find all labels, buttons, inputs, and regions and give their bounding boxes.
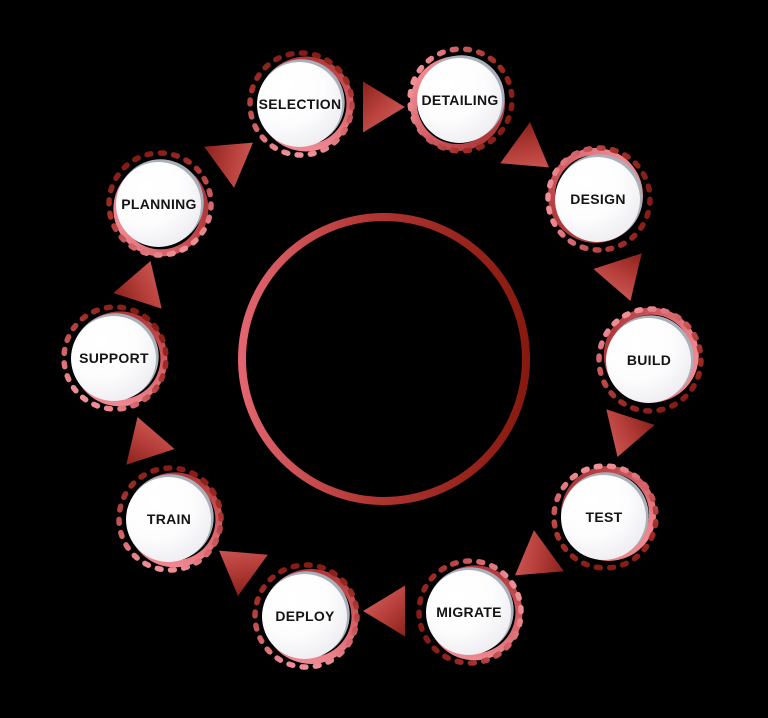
node-label: TRAIN (146, 511, 192, 527)
node-label: TEST (585, 509, 623, 525)
node-label: DESIGN (570, 191, 626, 207)
node-label: SELECTION (258, 96, 342, 112)
node-ring-art (545, 145, 653, 253)
cycle-node-build: BUILD (590, 300, 710, 420)
node-ring-art (416, 558, 525, 666)
node-ring-art (106, 150, 214, 259)
node-label: MIGRATE (436, 604, 502, 620)
node-label: DETAILING (421, 92, 499, 108)
arrow-icon (363, 81, 405, 133)
cycle-node-detailing: DETAILING (401, 40, 521, 160)
node-label: SUPPORT (79, 350, 149, 366)
node-label: PLANNING (121, 196, 197, 212)
cycle-node-migrate: MIGRATE (410, 552, 530, 672)
cycle-node-support: SUPPORT (55, 298, 175, 418)
node-label: BUILD (626, 352, 672, 368)
node-ring-art (247, 50, 356, 158)
cycle-node-test: TEST (545, 457, 665, 577)
cycle-node-planning: PLANNING (100, 144, 220, 264)
node-label: DEPLOY (275, 608, 335, 624)
node-ring-art (596, 305, 704, 414)
arrow-icon (363, 585, 405, 637)
node-ring-art (252, 562, 361, 670)
node-ring-art (116, 465, 225, 573)
cycle-node-selection: SELECTION (241, 44, 361, 164)
cycle-node-design: DESIGN (539, 139, 659, 259)
cycle-node-train: TRAIN (110, 459, 230, 579)
node-ring-art (551, 463, 659, 571)
cycle-node-deploy: DEPLOY (246, 556, 366, 676)
node-ring-art (407, 46, 515, 154)
node-ring-art (61, 304, 170, 412)
